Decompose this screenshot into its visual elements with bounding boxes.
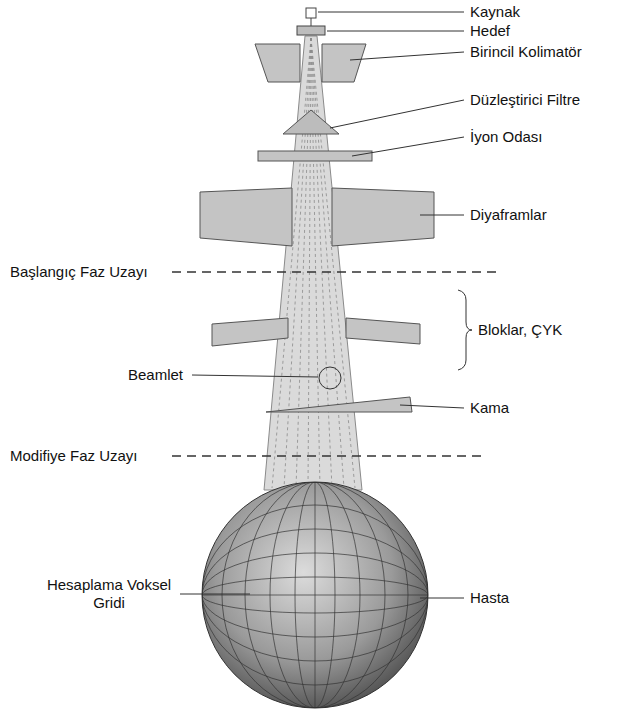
- part-label: Diyaframlar: [470, 206, 547, 224]
- part-label: Kama: [470, 399, 509, 417]
- phase-space-line: [172, 271, 496, 273]
- bracket: [458, 290, 472, 370]
- part-label: Bloklar, ÇYK: [478, 321, 562, 339]
- jaw: [200, 188, 292, 246]
- part-label: Hasta: [470, 589, 509, 607]
- part-label: Hedef: [470, 22, 510, 40]
- jaw: [332, 188, 434, 246]
- part-label: İyon Odası: [470, 128, 543, 146]
- part-label: Beamlet: [128, 366, 183, 384]
- wedge: [266, 397, 412, 412]
- block: [212, 318, 288, 346]
- beam-cone: [264, 36, 362, 490]
- source-stem: [311, 18, 312, 26]
- part-label: Düzleştirici Filtre: [470, 91, 580, 109]
- voxel-grid: [200, 480, 430, 710]
- phase-space-label: Modifiye Faz Uzayı: [10, 447, 138, 465]
- primary-collimator: [322, 44, 366, 82]
- grid-label: Hesaplama Voksel Gridi: [40, 576, 178, 612]
- target: [297, 26, 325, 35]
- beam-rays: [272, 38, 355, 488]
- block: [346, 318, 420, 344]
- phase-space-label: Başlangıç Faz Uzayı: [10, 263, 148, 281]
- flattening-filter: [283, 110, 339, 134]
- beamlet-circle: [319, 367, 341, 389]
- source: [306, 8, 316, 18]
- part-label: Kaynak: [470, 3, 520, 21]
- primary-collimator: [255, 44, 300, 82]
- part-label: Birincil Kolimatör: [470, 43, 582, 61]
- leader-lines: [180, 12, 464, 598]
- phase-space-line: [172, 455, 486, 457]
